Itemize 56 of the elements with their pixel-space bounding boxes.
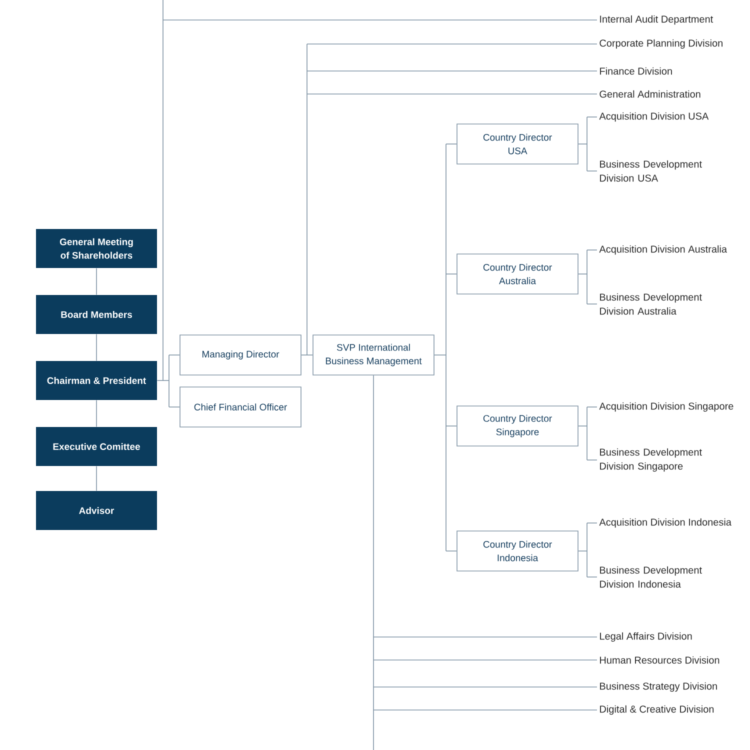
unit-label: Business Development Division USA [600,160,702,182]
connector-line [586,522,598,524]
org-box: Advisor [36,491,157,530]
position-box: SVP International Business Management [312,334,434,376]
unit-label: Acquisition Division Australia [599,245,728,255]
connector-line [168,354,180,356]
connector-line [434,354,446,356]
connector-line [156,380,170,381]
org-box: Chairman & President [36,361,157,400]
connector-line [373,686,598,688]
connector-line [168,406,180,408]
unit-label: Digital & Creative Division [600,705,714,715]
connector-line [586,170,598,172]
unit-label: Business Strategy Division [600,682,717,692]
unit-label: Acquisition Division USA [599,112,709,122]
connector-line [96,400,97,428]
connector-line [96,334,97,362]
unit-label: Corporate Planning Division [600,39,722,49]
connector-line [306,354,313,356]
unit-label: Legal Affairs Division [600,632,692,642]
position-box: Chief Financial Officer [180,386,302,428]
position-box: Managing Director [180,334,302,376]
org-box: Executive Comittee [36,427,157,466]
position-box: Country Director USA [456,124,578,164]
unit-label: Finance Division [600,67,672,75]
connector-line [168,354,170,408]
connector-line [586,116,598,118]
connector-line [373,375,374,750]
connector-line [586,576,598,578]
connector-line [586,406,588,460]
unit-label: Business Development Division Singapore [600,448,702,472]
position-box: Country Director Australia [456,254,578,294]
connector-line [306,70,598,72]
unit-label: Business Development Division Indonesia [600,566,702,588]
connector-line [96,268,97,296]
unit-label: General Administration [600,90,700,98]
connector-line [446,550,457,552]
unit-label: Acquisition Division Singapore [599,402,734,412]
connector-line [578,550,588,552]
org-box: General Meeting of Shareholders [36,229,157,268]
connector-line [586,250,588,304]
position-box: Country Director Singapore [456,406,578,446]
connector-line [162,0,164,381]
unit-label: Human Resources Division [600,656,720,664]
connector-line [306,44,308,356]
unit-label: Acquisition Division Indonesia [599,518,732,528]
connector-line [586,522,588,578]
connector-line [586,406,598,408]
connector-line [301,354,308,356]
unit-label: Internal Audit Department [600,15,714,25]
connector-line [96,466,97,492]
connector-line [373,636,598,638]
connector-line [586,116,588,172]
position-box: Country Director Indonesia [456,530,578,572]
unit-label: Business Development Division Australia [600,293,702,315]
org-box: Board Members [36,295,157,334]
